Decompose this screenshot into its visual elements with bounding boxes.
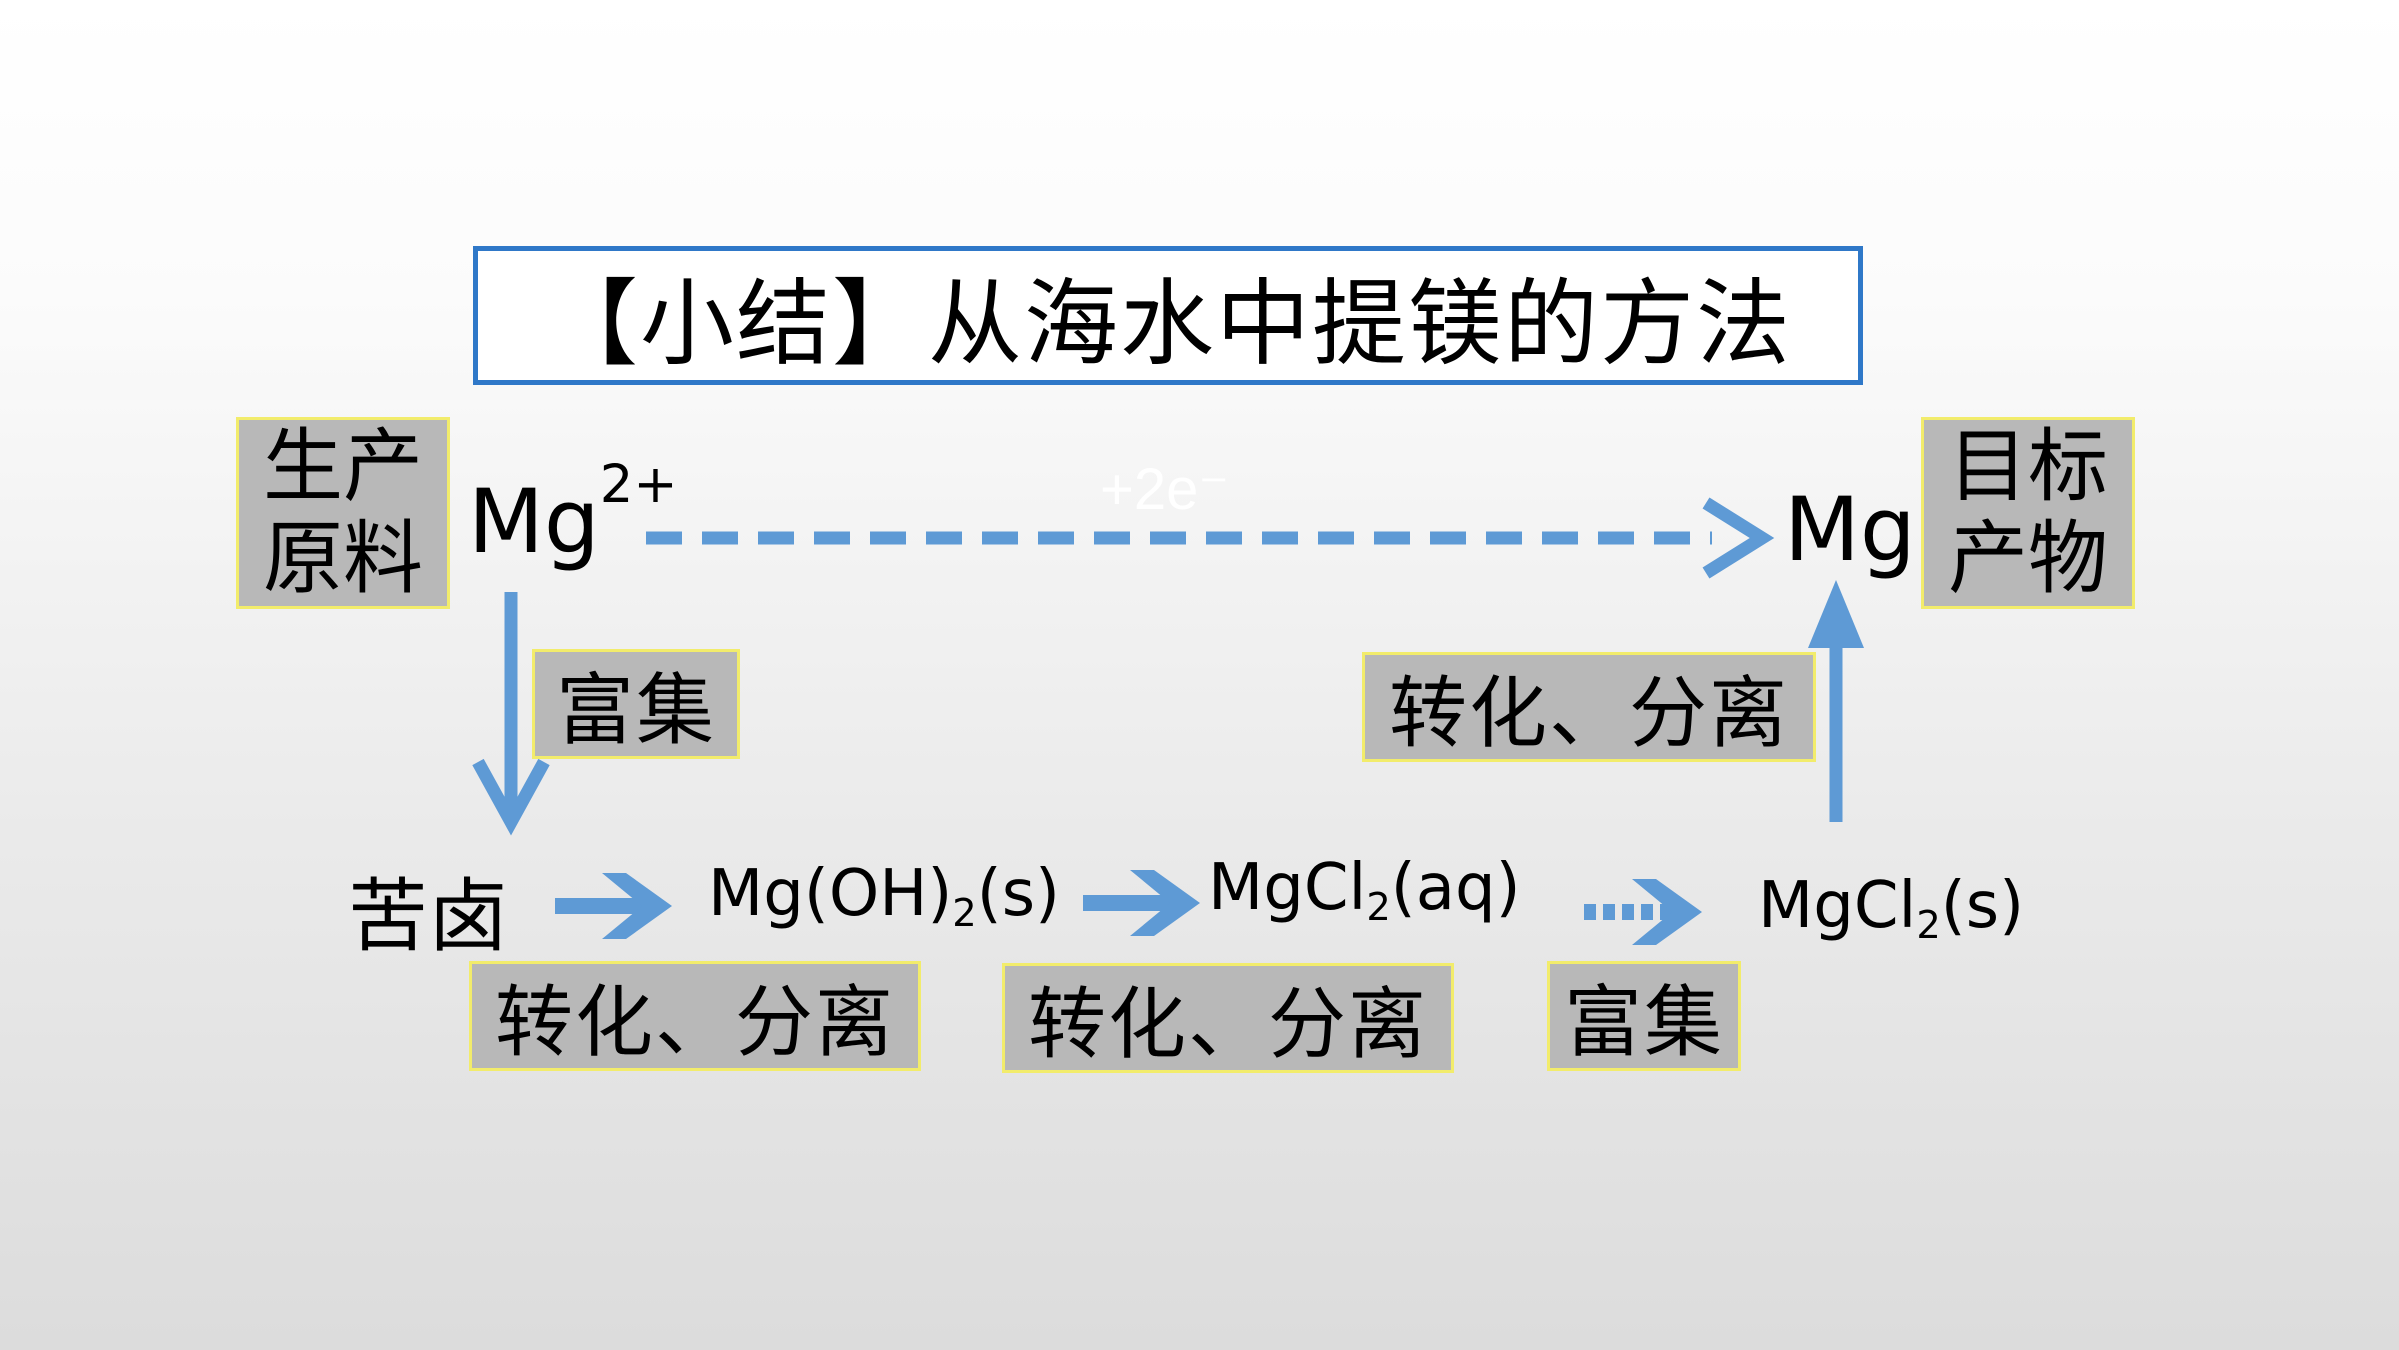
convert-label-box-1: 转化、分离 [469,961,921,1071]
mg-product-formula: Mg [1784,478,1916,581]
title-box: 【小结】从海水中提镁的方法 [473,246,1863,385]
mgcl2-aq-formula: MgCl2(aq) [1208,851,1521,930]
mgcl2-s-formula: MgCl2(s) [1758,869,2025,948]
convert-label-right: 转化、分离 [1388,669,1789,759]
enrich-label-left: 富集 [555,666,716,756]
arrow-step-2 [1083,870,1200,936]
convert-label-1: 转化、分离 [494,978,895,1068]
electron-note: +2e⁻ [1100,457,1229,522]
mg-ion-formula: Mg2+ [468,458,678,566]
target-product-label: 目标 产物 [1948,420,2108,605]
convert-label-2: 转化、分离 [1027,980,1428,1070]
raw-material-label-box: 生产 原料 [236,417,450,609]
dashed-arrow-top [646,497,1775,579]
mg-hydroxide-formula: Mg(OH)2(s) [708,857,1060,936]
arrow-step-3-dotted [1584,879,1702,945]
page-title: 【小结】从海水中提镁的方法 [543,269,1792,379]
mg-ion-base: Mg [468,470,600,573]
arrow-step-1 [555,873,672,939]
target-product-label-box: 目标 产物 [1921,417,2135,609]
enrich-label-box-2: 富集 [1547,961,1741,1071]
convert-label-box-2: 转化、分离 [1002,963,1454,1073]
down-arrow-left [472,592,550,836]
enrich-label-2: 富集 [1563,978,1724,1068]
convert-label-box-right: 转化、分离 [1362,652,1816,762]
raw-material-label: 生产 原料 [263,420,423,605]
up-arrow-right [1808,580,1864,822]
enrich-label-box-left: 富集 [532,649,740,759]
mg-ion-charge: 2+ [599,453,678,515]
brine-text: 苦卤 [348,870,508,963]
